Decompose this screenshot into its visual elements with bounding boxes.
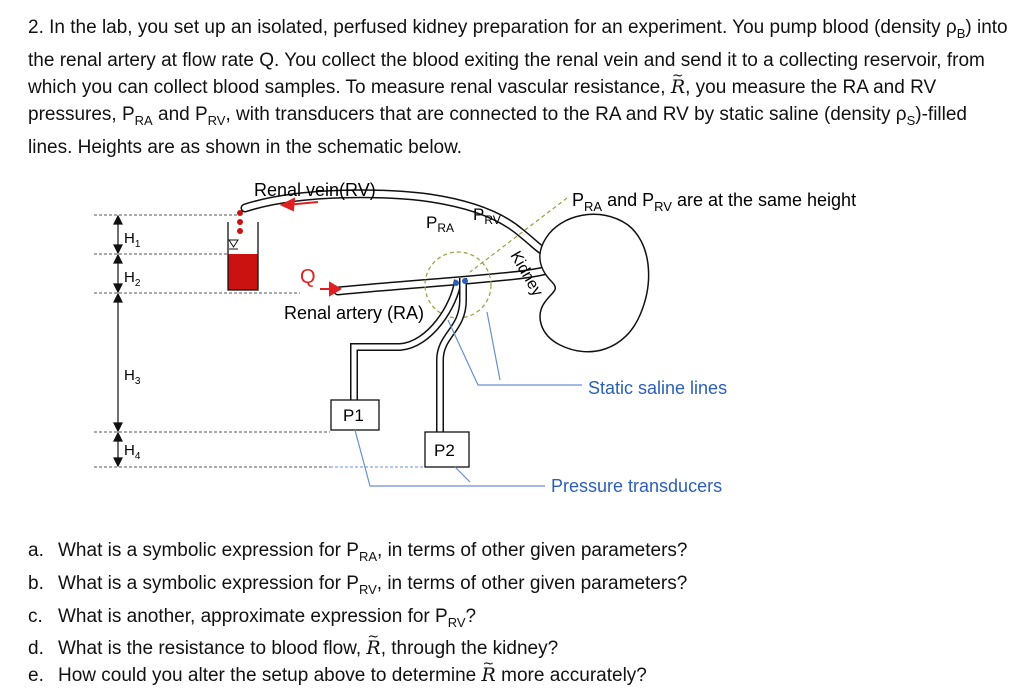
height-arrows xyxy=(113,214,123,468)
question-rest: , in terms of other given parameters? xyxy=(377,540,688,561)
collecting-reservoir xyxy=(227,210,259,291)
question-letter: b. xyxy=(28,572,44,594)
question-text: What is another, approximate expression … xyxy=(58,605,448,627)
question-list: a.What is a symbolic expression for PRA,… xyxy=(28,537,688,689)
problem-intro: 2. In the lab, you set up an isolated, p… xyxy=(28,14,1013,161)
intro-text-1: In the lab, you set up an isolated, perf… xyxy=(49,17,957,38)
prv-connection-point xyxy=(462,278,468,284)
renal-vein-label: Renal vein(RV) xyxy=(254,180,376,200)
question-rest: ? xyxy=(465,605,477,627)
reservoir-blood xyxy=(228,254,258,290)
r-tilde-symbol: R xyxy=(482,664,496,686)
height-label-h4: H4 xyxy=(124,442,141,462)
static-saline-callout-lines xyxy=(447,311,582,386)
question-d: d.What is the resistance to blood flow, … xyxy=(28,635,688,662)
blood-drop xyxy=(237,219,243,225)
question-text: How could you alter the setup above to d… xyxy=(58,665,482,687)
question-text: What is a symbolic expression for P xyxy=(58,572,359,594)
problem-number: 2. xyxy=(28,17,44,38)
saline-line-to-p2 xyxy=(436,278,467,432)
same-height-leader xyxy=(469,197,568,273)
kidney-perfusion-schematic: H1 H2 H3 H4 Q Kidney xyxy=(94,180,856,496)
saline-line-to-p1 xyxy=(350,279,462,400)
transducer-p1-label: P1 xyxy=(343,406,364,425)
question-letter: a. xyxy=(28,540,44,561)
question-rest: , through the kidney? xyxy=(380,638,559,660)
intro-text-4: and P xyxy=(152,103,208,125)
question-letter: c. xyxy=(28,605,43,627)
height-label-h3: H3 xyxy=(124,367,141,387)
question-sub: RV xyxy=(358,581,377,597)
question-text: What is the resistance to blood flow, xyxy=(58,638,367,660)
question-text: What is a symbolic expression for P xyxy=(58,540,359,561)
height-label-h2: H2 xyxy=(124,269,141,289)
r-tilde-symbol: R xyxy=(671,76,685,98)
renal-artery-tube xyxy=(333,265,553,296)
question-rest: more accurately? xyxy=(495,665,647,687)
blood-drop xyxy=(237,210,243,216)
r-tilde-symbol: R xyxy=(366,637,380,659)
transducer-p2-label: P2 xyxy=(434,441,455,460)
prv-label: PRV xyxy=(473,205,501,227)
intro-text-3: , you measure the RA and RV pressures, P xyxy=(28,76,937,125)
intro-sub-b: B xyxy=(956,25,966,41)
venous-flow-arrow xyxy=(279,197,319,212)
pressure-transducers-callout-lines xyxy=(354,429,545,487)
question-c: c. What is another, approximate expressio… xyxy=(28,603,688,636)
pra-label: PRA xyxy=(426,213,454,235)
intro-text-5: , with transducers that are connected to… xyxy=(225,103,907,125)
question-sub: RV xyxy=(447,614,466,630)
question-letter: d. xyxy=(28,638,44,660)
pressure-transducers-label: Pressure transducers xyxy=(551,476,722,496)
question-a: a. What is a symbolic expression for PRA,… xyxy=(28,537,688,570)
transducer-p2-box xyxy=(424,431,470,468)
liquid-level-marker xyxy=(228,239,239,248)
same-height-note: PRA and PRV are at the same height xyxy=(572,190,856,214)
question-b: b. What is a symbolic expression for PRV,… xyxy=(28,570,688,603)
height-reference-lines xyxy=(94,214,330,468)
intro-text-6: )-filled lines. Heights are as shown in … xyxy=(28,103,967,158)
blood-drop xyxy=(237,228,243,234)
renal-vein-tube xyxy=(240,189,550,257)
renal-artery-label: Renal artery (RA) xyxy=(284,303,424,323)
reservoir-walls xyxy=(227,222,259,291)
flow-q-label: Q xyxy=(300,266,316,288)
intro-sub-rv: RV xyxy=(207,112,226,128)
flow-q-arrow xyxy=(320,281,342,297)
kidney xyxy=(539,213,650,353)
static-saline-label: Static saline lines xyxy=(588,378,727,398)
intro-sub-s: S xyxy=(906,112,916,128)
intro-sub-ra: RA xyxy=(134,112,153,128)
height-label-h1: H1 xyxy=(124,230,141,250)
question-sub: RA xyxy=(358,548,378,564)
question-e: e. How could you alter the setup above to… xyxy=(28,662,688,689)
intro-text-2: ) into the renal artery at flow rate Q. … xyxy=(28,17,1008,98)
question-rest: , in terms of other given parameters? xyxy=(376,572,688,594)
question-letter: e. xyxy=(28,665,44,687)
pra-connection-point xyxy=(453,280,459,286)
